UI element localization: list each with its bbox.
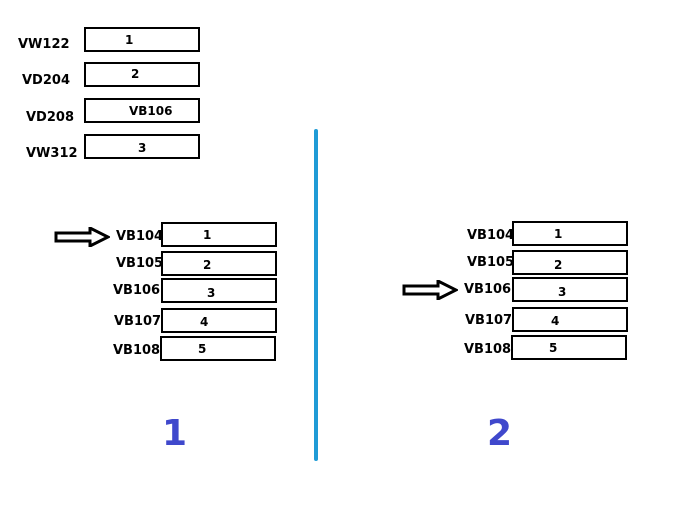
memory-label: VB108	[113, 343, 161, 358]
memory-label: VB104	[116, 229, 164, 244]
panel-number: 2	[487, 413, 513, 454]
memory-label: VB106	[113, 283, 161, 298]
variable-label: VW122	[18, 37, 70, 52]
memory-value: 3	[207, 286, 216, 300]
variable-value: 1	[125, 33, 134, 47]
right-arrow-icon	[54, 227, 110, 247]
memory-label: VB106	[464, 282, 512, 297]
memory-value: 2	[554, 258, 563, 272]
memory-value: 1	[203, 228, 212, 242]
memory-box	[512, 307, 628, 332]
memory-label: VB107	[114, 314, 162, 329]
memory-box	[161, 278, 277, 303]
memory-label: VB104	[467, 228, 515, 243]
panel-number: 1	[162, 413, 188, 454]
variable-value: 3	[138, 141, 147, 155]
memory-value: 1	[554, 227, 563, 241]
right-arrow-icon	[402, 280, 458, 300]
variable-label: VW312	[26, 146, 78, 161]
memory-value: 5	[549, 341, 558, 355]
memory-box	[160, 336, 276, 361]
memory-box	[161, 308, 277, 333]
memory-box	[161, 222, 277, 247]
memory-value: 4	[200, 315, 209, 329]
memory-label: VB105	[116, 256, 164, 271]
memory-box	[161, 251, 277, 276]
variable-box	[84, 98, 200, 123]
memory-value: 2	[203, 258, 212, 272]
variable-box	[84, 62, 200, 87]
variable-value: VB106	[129, 104, 173, 118]
memory-value: 5	[198, 342, 207, 356]
panel-divider	[314, 129, 318, 461]
memory-label: VB108	[464, 342, 512, 357]
memory-label: VB105	[467, 255, 515, 270]
memory-box	[512, 277, 628, 302]
memory-box	[511, 335, 627, 360]
memory-box	[512, 221, 628, 246]
memory-label: VB107	[465, 313, 513, 328]
variable-value: 2	[131, 67, 140, 81]
variable-label: VD208	[26, 110, 74, 125]
variable-box	[84, 134, 200, 159]
memory-box	[512, 250, 628, 275]
variable-box	[84, 27, 200, 52]
variable-label: VD204	[22, 73, 70, 88]
memory-value: 4	[551, 314, 560, 328]
memory-value: 3	[558, 285, 567, 299]
